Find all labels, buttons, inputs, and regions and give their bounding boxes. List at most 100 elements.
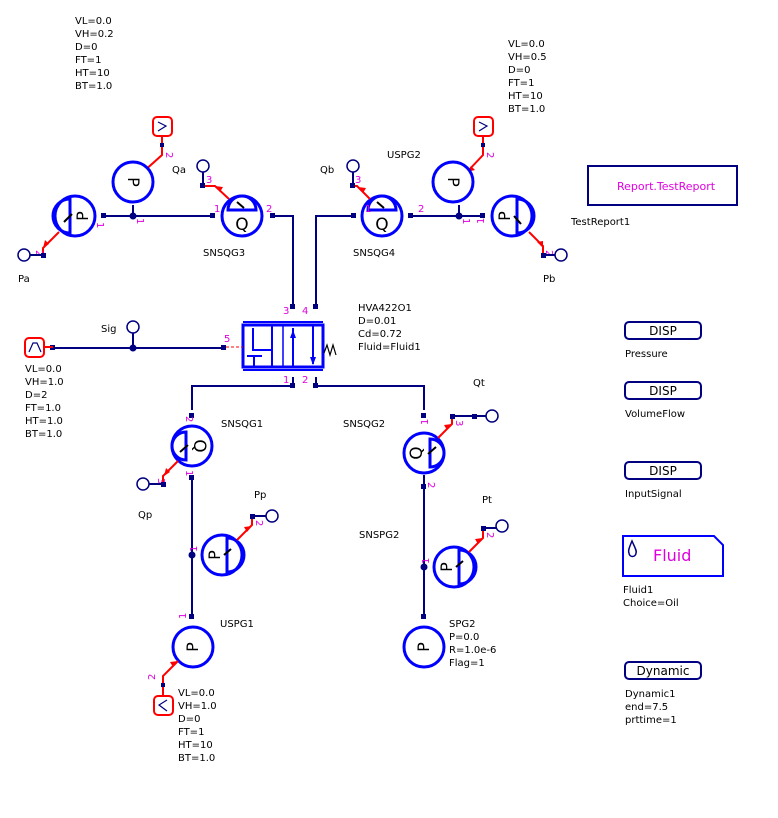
fluid-label: Fluid	[653, 546, 691, 565]
svg-text:P: P	[444, 177, 463, 187]
param-vl: VL=0.0	[508, 39, 545, 50]
svg-text:1: 1	[460, 218, 471, 224]
disp-label: DISP	[649, 324, 677, 338]
param-d: D=0	[508, 65, 530, 76]
label-qb: Qb	[320, 165, 334, 176]
disp-block-inputsignal[interactable]: DISP	[624, 461, 702, 480]
svg-text:1: 1	[94, 222, 105, 228]
param: P=0.0	[449, 632, 479, 643]
param: BT=1.0	[178, 753, 215, 764]
param-block-top-left: VL=0.0 VH=0.2 D=0 FT=1 HT=10 BT=1.0	[75, 16, 114, 92]
svg-text:3: 3	[453, 420, 464, 426]
disp-block-volumeflow[interactable]: DISP	[624, 381, 702, 400]
disp-label: DISP	[649, 464, 677, 478]
disp-label: DISP	[649, 384, 677, 398]
svg-text:2: 2	[163, 152, 174, 158]
label-snsqg1: SNSQG1	[221, 419, 263, 430]
flow-sensor-snsqg3[interactable]: Q	[220, 194, 264, 238]
valve-param: Cd=0.72	[358, 329, 402, 340]
svg-text:2: 2	[484, 532, 495, 538]
param: Flag=1	[449, 658, 485, 669]
gauge-icon	[136, 477, 150, 491]
label-snsqg4: SNSQG4	[353, 248, 395, 259]
signal-source-sig[interactable]	[24, 337, 45, 358]
svg-text:2: 2	[484, 152, 495, 158]
fluid-block[interactable]: Fluid	[622, 535, 724, 577]
svg-text:2: 2	[543, 250, 554, 256]
svg-text:1: 1	[189, 546, 200, 552]
valve-params: HVA422O1 D=0.01 Cd=0.72 Fluid=Fluid1	[358, 303, 421, 353]
param-ht: HT=10	[508, 91, 543, 102]
flow-sensor-snsqg1[interactable]: Q	[170, 424, 214, 468]
pressure-source-spg2[interactable]: P	[402, 625, 446, 669]
svg-text:3: 3	[155, 478, 166, 484]
dynamic-param: prttime=1	[625, 715, 677, 726]
label-pb: Pb	[543, 274, 555, 285]
report-title: Report.TestReport	[617, 180, 716, 193]
pressure-sensor-pt[interactable]: P	[432, 545, 478, 589]
svg-text:2: 2	[302, 375, 308, 386]
label-pa: Pa	[18, 274, 30, 285]
svg-text:Q: Q	[407, 446, 427, 459]
valve-hva422o1[interactable]	[241, 321, 337, 371]
dynamic-label: Dynamic	[637, 664, 690, 678]
signal-wire	[142, 136, 163, 173]
pressure-sensor-pp[interactable]: P	[200, 533, 246, 577]
gauge-icon	[485, 409, 499, 423]
signal-source-uspg1[interactable]	[153, 695, 174, 716]
disp-name: VolumeFlow	[625, 409, 685, 420]
label-qa: Qa	[172, 165, 186, 176]
valve-name: HVA422O1	[358, 303, 412, 314]
junction-dot	[420, 563, 428, 571]
svg-text:Q: Q	[375, 215, 388, 235]
svg-text:Q: Q	[189, 439, 209, 452]
param-block-spg2: SPG2 P=0.0 R=1.0e-6 Flag=1	[449, 619, 496, 669]
svg-text:5: 5	[224, 334, 230, 345]
svg-text:2: 2	[183, 416, 194, 422]
signal-source-top-left[interactable]	[152, 116, 173, 137]
param-d: D=0	[75, 42, 97, 53]
svg-text:1: 1	[365, 204, 371, 215]
signal-source-top-right[interactable]	[473, 116, 494, 137]
param: VH=1.0	[25, 377, 64, 388]
disp-block-pressure[interactable]: DISP	[624, 321, 702, 340]
gauge-icon	[495, 519, 509, 533]
param-block-sig: VL=0.0 VH=1.0 D=2 FT=1.0 HT=1.0 BT=1.0	[25, 364, 64, 440]
param: FT=1.0	[25, 403, 61, 414]
svg-text:P: P	[414, 642, 433, 652]
label-qt: Qt	[473, 378, 485, 389]
valve-param: Fluid=Fluid1	[358, 342, 421, 353]
gauge-icon	[554, 248, 568, 262]
junctions	[50, 212, 485, 619]
pressure-sensor-pb[interactable]: P	[490, 194, 536, 238]
gauge-icon	[196, 159, 210, 173]
svg-text:2: 2	[266, 204, 272, 215]
param-vl: VL=0.0	[75, 16, 112, 27]
param-ht: HT=10	[75, 68, 110, 79]
svg-text:2: 2	[425, 482, 436, 488]
svg-text:1: 1	[476, 218, 487, 224]
disp-name: InputSignal	[625, 489, 682, 500]
svg-text:1: 1	[420, 419, 431, 425]
dynamic-name: Dynamic1	[625, 689, 675, 700]
svg-text:1: 1	[134, 218, 145, 224]
svg-text:3: 3	[355, 175, 361, 186]
svg-text:2: 2	[253, 520, 264, 526]
label-pt: Pt	[482, 495, 492, 506]
dynamic-block[interactable]: Dynamic	[624, 661, 702, 680]
pressure-source-uspg1[interactable]: P	[171, 625, 215, 669]
pressure-source-uspg[interactable]: P	[111, 160, 155, 204]
svg-text:P: P	[73, 211, 92, 221]
param: HT=10	[178, 740, 213, 751]
wires	[53, 205, 480, 617]
report-block[interactable]: Report.TestReport	[587, 165, 738, 206]
pressure-source-uspg2[interactable]: P	[431, 160, 475, 204]
param-ft: FT=1	[75, 55, 101, 66]
param: VL=0.0	[178, 688, 215, 699]
label-pp: Pp	[254, 490, 266, 501]
flow-sensor-snsqg2[interactable]: Q	[402, 431, 446, 475]
pressure-sensor-pa[interactable]: P	[51, 194, 97, 238]
svg-text:1: 1	[214, 204, 220, 215]
flow-sensor-snsqg4[interactable]: Q	[360, 194, 404, 238]
